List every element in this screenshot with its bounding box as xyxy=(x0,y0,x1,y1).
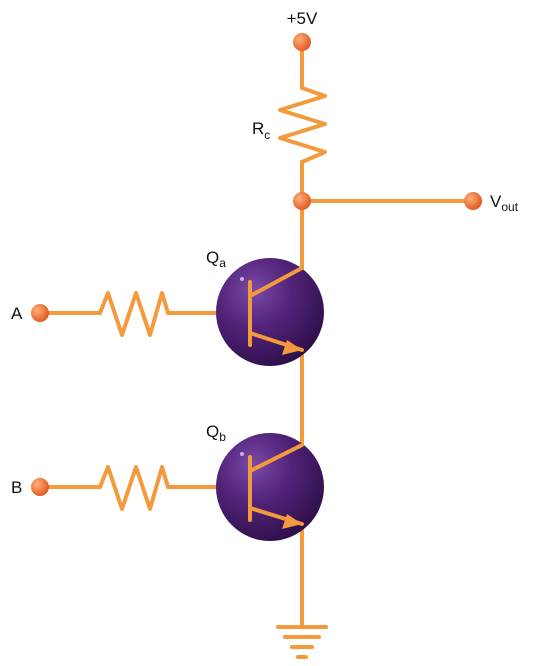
input-a-terminal xyxy=(31,304,49,322)
collector-resistor-label: Rc xyxy=(252,119,270,142)
transistor-qb-body xyxy=(216,433,324,541)
supply-label: +5V xyxy=(287,9,318,28)
ground-icon xyxy=(276,625,328,659)
transistor-qb-marker xyxy=(240,452,244,456)
collector-node xyxy=(293,192,311,210)
transistor-qa xyxy=(216,258,324,366)
output-label: Vout xyxy=(490,192,519,214)
collector-resistor xyxy=(278,86,327,164)
transistor-qb xyxy=(216,433,324,541)
transistor-qb-emitter-arrow-icon xyxy=(282,514,302,529)
transistor-qa-body xyxy=(216,258,324,366)
transistor-qa-label: Qa xyxy=(206,248,226,270)
transistor-qa-emitter-arrow-icon xyxy=(282,340,302,355)
transistor-qb-collector xyxy=(248,443,304,473)
output-terminal xyxy=(464,192,482,210)
supply-terminal xyxy=(293,33,311,51)
input-a-resistor xyxy=(98,291,170,337)
transistor-qa-marker xyxy=(240,277,244,281)
transistor-qa-collector xyxy=(248,266,304,298)
input-b-resistor xyxy=(98,465,170,511)
transistor-qb-label: Qb xyxy=(206,422,226,444)
input-a-label: A xyxy=(11,304,23,323)
input-b-terminal xyxy=(31,478,49,496)
input-b-label: B xyxy=(11,478,22,497)
